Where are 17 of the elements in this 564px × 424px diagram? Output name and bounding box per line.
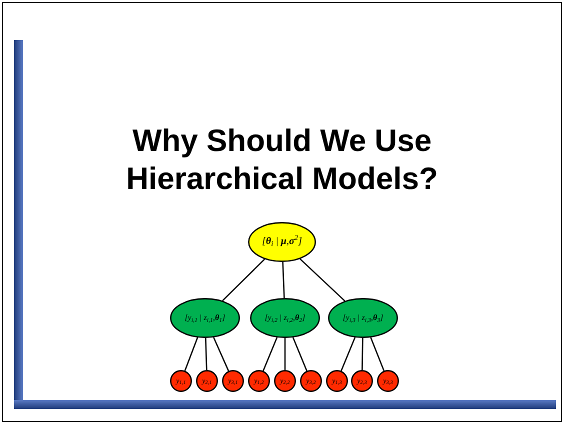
formula-text: [y$_{i,3}$ | z$_{i,3}$,θ$_{3}$] [342,314,384,322]
slide-title: Why Should We Use Hierarchical Models? [125,122,439,198]
connector-line [362,338,364,370]
connector-line [213,337,230,372]
connector-line [340,337,356,372]
formula-text: [θ$_{i}$ | μ,σ$^{2}$] [262,237,302,247]
connector-line [262,337,278,372]
connector-line [370,337,385,372]
connector-line [292,337,308,372]
connector-line [184,337,198,371]
formula-text: [y$_{i,2}$ | z$_{i,2}$,θ$_{2}$] [264,314,306,322]
connector-line [204,338,208,370]
connector-line [300,258,346,302]
connector-line [282,262,285,298]
connector-line [284,338,286,370]
connector-line [222,258,266,302]
formula-text: [y$_{i,1}$ | z$_{i,1}$,θ$_{1}$] [184,314,226,322]
